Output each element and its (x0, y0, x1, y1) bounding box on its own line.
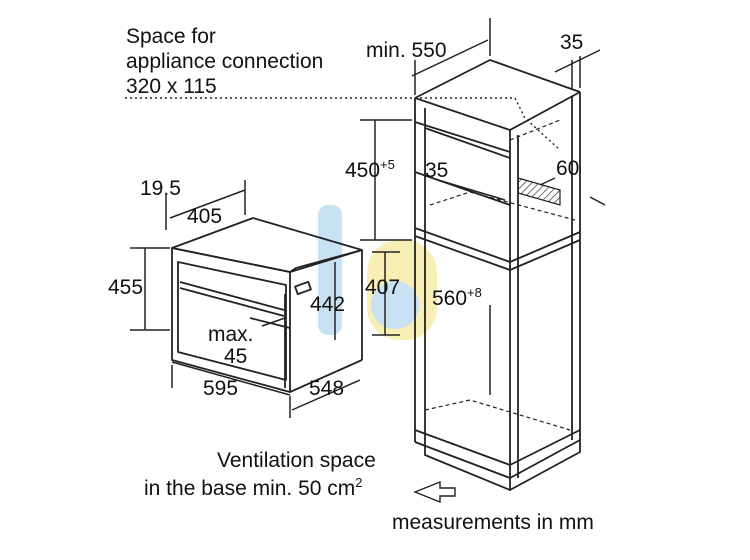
watermark-logo (318, 205, 437, 340)
ventilation-note-sup: 2 (355, 475, 363, 490)
dim-35-top: 35 (560, 31, 584, 54)
dim-min-550: min. 550 (366, 39, 447, 62)
ventilation-note-text: in the base min. 50 cm (144, 477, 356, 500)
dim-35-inner: 35 (425, 159, 449, 182)
cabinet-drawing (414, 59, 581, 491)
dim-455: 455 (108, 276, 144, 299)
dim-442: 442 (310, 293, 346, 316)
dim-407: 407 (365, 276, 401, 299)
dim-450-tolerance: +5 (380, 157, 395, 172)
dimension-lines (130, 18, 606, 504)
dim-560-tolerance: +8 (467, 285, 482, 300)
dim-max-label: max. (208, 323, 254, 346)
connection-note-line2: appliance connection (126, 50, 324, 73)
dim-548: 548 (309, 377, 345, 400)
dim-560-value: 560 (432, 287, 468, 310)
connection-note-line1: Space for (126, 25, 216, 48)
dim-19-5: 19.5 (140, 177, 181, 200)
dim-595: 595 (203, 377, 239, 400)
ventilation-note-line2: in the base min. 50 cm2 (144, 476, 363, 499)
units-note: measurements in mm (392, 511, 594, 534)
dim-560: 560+8 (432, 286, 482, 309)
connection-space-outline (415, 97, 561, 151)
oven-drawing (171, 217, 363, 393)
dim-max-value: 45 (224, 345, 248, 368)
dim-450: 450+5 (345, 158, 395, 181)
dim-60: 60 (556, 157, 580, 180)
connection-note-line3: 320 x 115 (126, 75, 217, 98)
dim-450-value: 450 (345, 159, 381, 182)
ventilation-slot-hatch (517, 177, 561, 206)
ventilation-note-line1: Ventilation space (217, 449, 376, 472)
dim-405: 405 (187, 205, 223, 228)
